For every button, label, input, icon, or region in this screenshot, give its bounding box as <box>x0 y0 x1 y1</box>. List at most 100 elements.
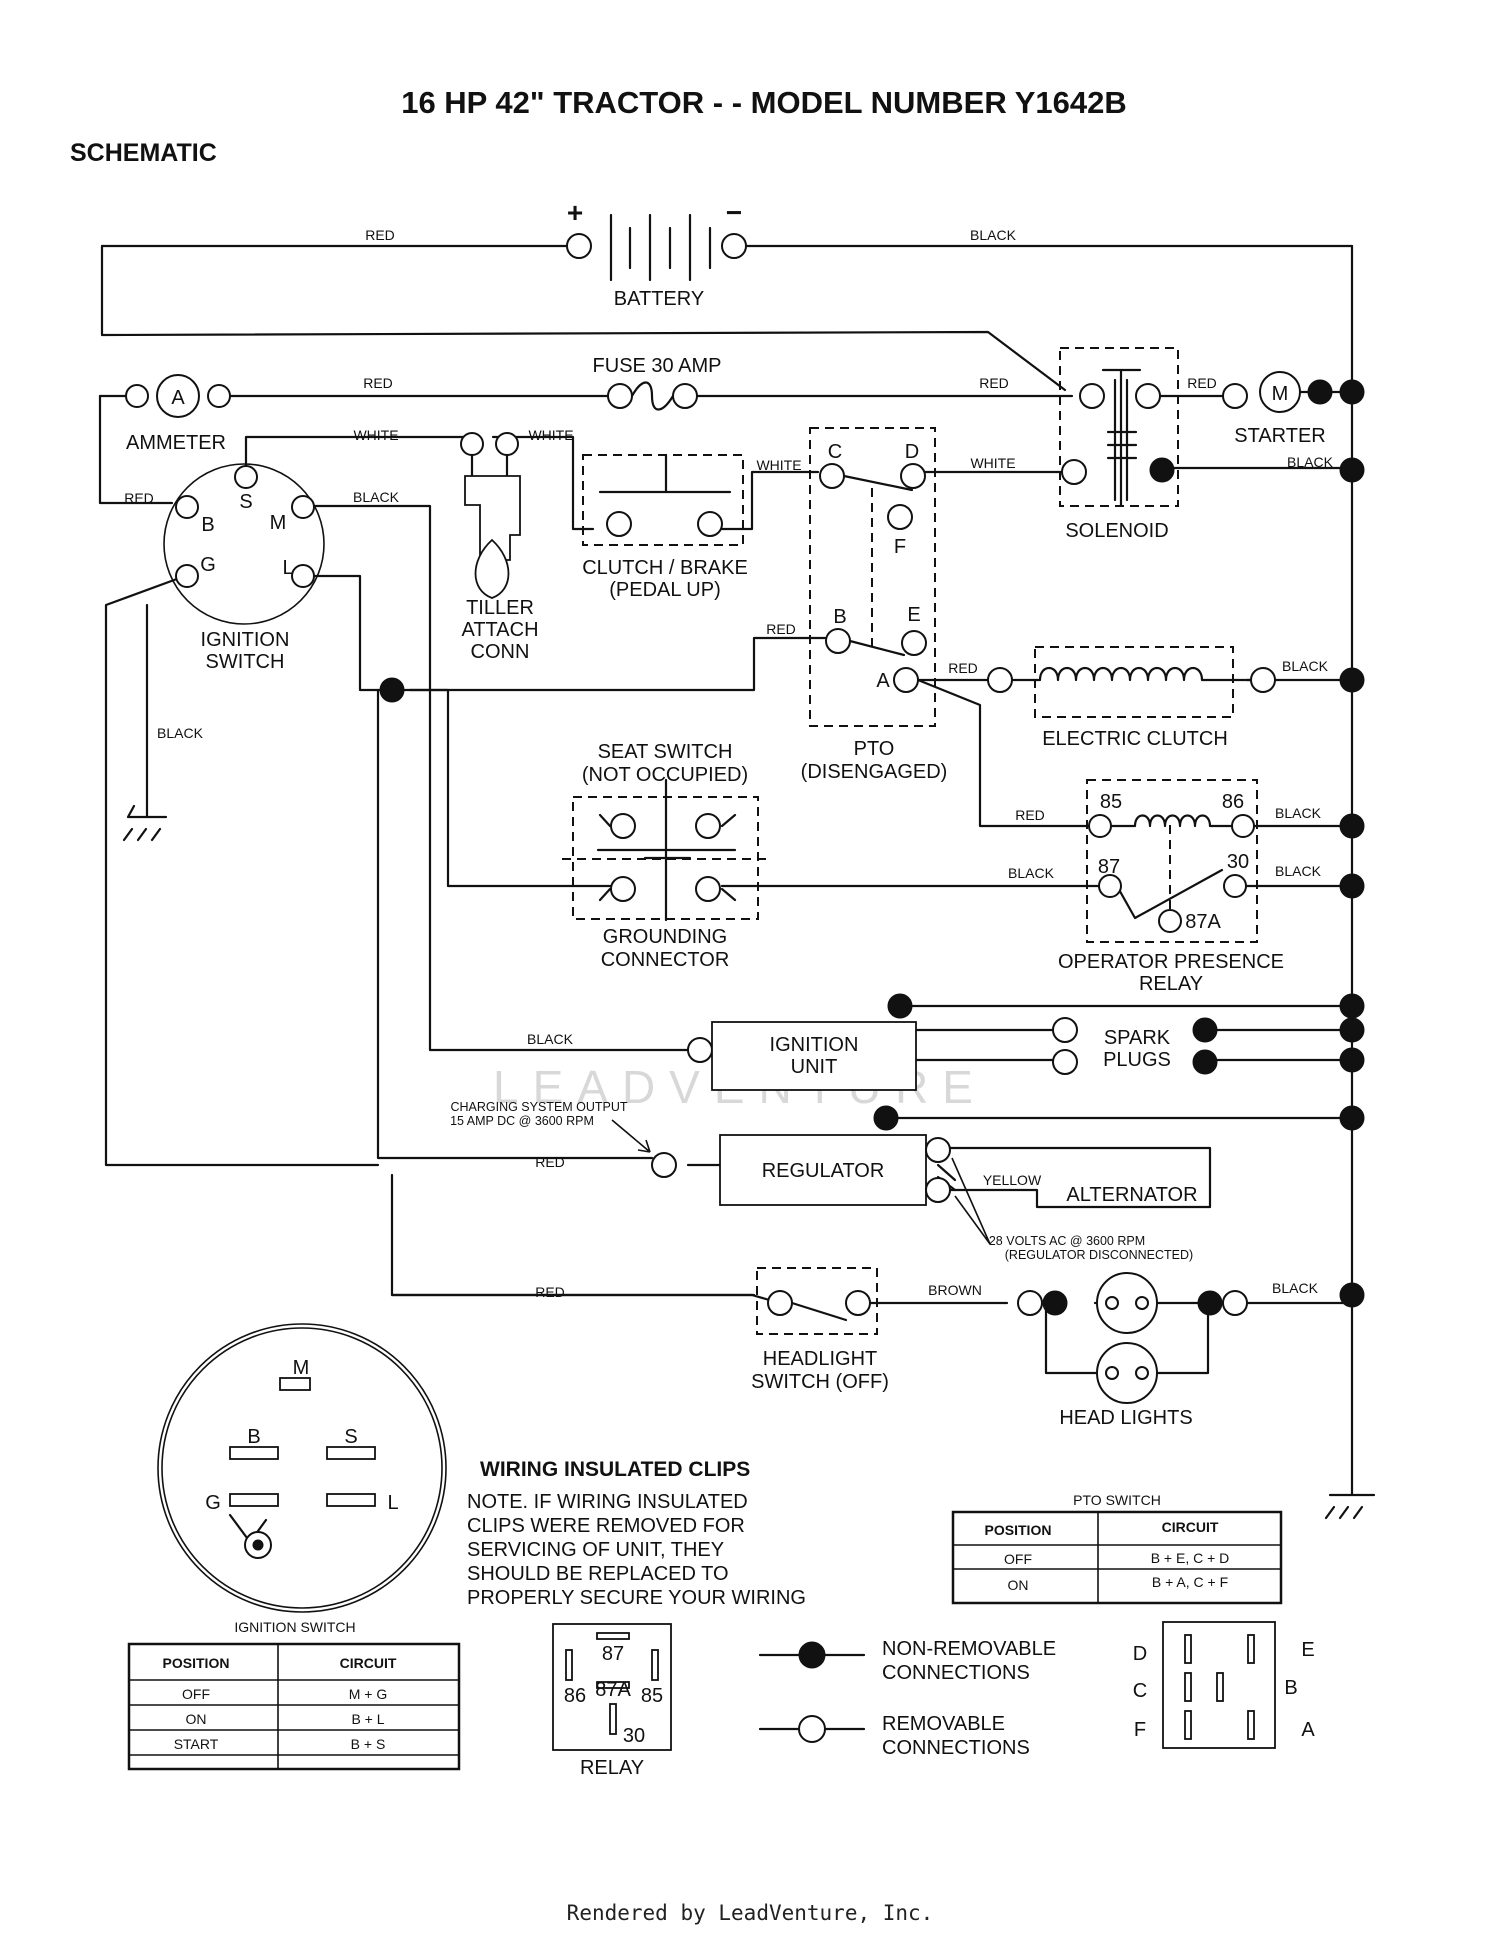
relay-terminal-86: 86 <box>1222 791 1244 813</box>
pto-switch-table: PTO SWITCH POSITION CIRCUIT OFF B + E, C… <box>951 1492 1283 1605</box>
pto-pinout: D C F E B A <box>1133 1621 1315 1749</box>
grounding-connector-label-1: GROUNDING <box>603 926 727 948</box>
alternator-note-2: (REGULATOR DISCONNECTED) <box>1005 1248 1193 1262</box>
tiller-attach-connector: WHITE TILLER ATTACH CONN <box>460 427 574 663</box>
wire-label-red-regulator: RED <box>535 1154 565 1170</box>
switch-face-l: L <box>387 1492 398 1514</box>
wire-label-red-relay: RED <box>1015 807 1045 823</box>
relay-pin-86: 86 <box>564 1685 586 1707</box>
pto-terminal-a: A <box>876 670 890 692</box>
ign-table-row-3-circuit: B + S <box>351 1736 386 1752</box>
relay-terminal-85: 85 <box>1100 791 1122 813</box>
pto-pin-b: B <box>1284 1677 1297 1699</box>
relay-pin-30: 30 <box>623 1725 645 1747</box>
ignition-unit-label-2: UNIT <box>791 1056 838 1078</box>
wire-label-black-ignition-unit: BLACK <box>527 1031 574 1047</box>
relay-pinout-caption: RELAY <box>580 1757 644 1779</box>
tiller-label-1: TILLER <box>466 597 534 619</box>
switch-face-g: G <box>205 1492 221 1514</box>
pto-table-row-2-circuit: B + A, C + F <box>1152 1574 1228 1590</box>
ammeter: A AMMETER <box>125 374 231 454</box>
wire-label-black-relay-86: BLACK <box>1275 805 1322 821</box>
alternator-label: ALTERNATOR <box>1066 1184 1197 1206</box>
headlight-switch: HEADLIGHT SWITCH (OFF) <box>751 1267 889 1393</box>
switch-face-s: S <box>344 1426 357 1448</box>
wire-label-white-clutch: WHITE <box>756 457 801 473</box>
legend-non-removable-2: CONNECTIONS <box>882 1662 1030 1684</box>
ignition-switch: S B M G L IGNITION SWITCH <box>163 463 325 673</box>
ign-table-header-position: POSITION <box>163 1655 230 1671</box>
legend-non-removable-1: NON-REMOVABLE <box>882 1638 1056 1660</box>
wire-label-red-ignition: RED <box>124 490 154 506</box>
starter-symbol: M <box>1272 383 1289 405</box>
pto-label-1: PTO <box>854 738 895 760</box>
clips-heading: WIRING INSULATED CLIPS <box>480 1458 750 1481</box>
ignition-switch-table: POSITION CIRCUIT OFF M + G ON B + L STAR… <box>127 1642 461 1771</box>
legend-removable-2: CONNECTIONS <box>882 1737 1030 1759</box>
pto-terminal-c: C <box>828 441 842 463</box>
relay-terminal-30: 30 <box>1227 851 1249 873</box>
wire-label-black-battery: BLACK <box>970 227 1017 243</box>
wire-label-red-eclutch: RED <box>948 660 978 676</box>
battery-minus: − <box>726 197 742 228</box>
ign-table-row-3-position: START <box>174 1736 219 1752</box>
clips-note-4: SHOULD BE REPLACED TO <box>467 1563 729 1585</box>
wire-label-white-ignition: WHITE <box>353 427 398 443</box>
spark-plugs-label-2: PLUGS <box>1103 1049 1171 1071</box>
clutch-brake-label-1: CLUTCH / BRAKE <box>582 557 748 579</box>
ign-table-row-2-position: ON <box>186 1711 207 1727</box>
pto-pin-c: C <box>1133 1680 1147 1702</box>
headlight-switch-label-1: HEADLIGHT <box>763 1348 877 1370</box>
connection-legend: NON-REMOVABLE CONNECTIONS REMOVABLE CONN… <box>758 1638 1056 1759</box>
pto-switch: C D F B E A PTO (DISENGAGED) <box>801 427 948 783</box>
ground-bus-connections <box>379 379 1365 1308</box>
seat-switch-label-1: SEAT SWITCH <box>598 741 733 763</box>
relay-pin-85: 85 <box>641 1685 663 1707</box>
relay-label-2: RELAY <box>1139 973 1203 995</box>
wire-label-red-fuse: RED <box>979 375 1009 391</box>
ignition-unit: IGNITION UNIT SPARK PLUGS <box>687 1017 1218 1091</box>
wire-label-yellow: YELLOW <box>983 1172 1042 1188</box>
ign-terminal-l: L <box>282 557 293 579</box>
pto-label-2: (DISENGAGED) <box>801 761 948 783</box>
wiring-clips-note: WIRING INSULATED CLIPS NOTE. IF WIRING I… <box>467 1458 806 1609</box>
clutch-brake-label-2: (PEDAL UP) <box>609 579 721 601</box>
spark-plugs-label-1: SPARK <box>1104 1027 1171 1049</box>
charging-note-2: 15 AMP DC @ 3600 RPM <box>450 1114 594 1128</box>
wire-label-black-eclutch: BLACK <box>1282 658 1329 674</box>
relay-label-1: OPERATOR PRESENCE <box>1058 951 1284 973</box>
ignition-switch-label-1: IGNITION <box>201 629 290 651</box>
operator-presence-relay: 85 86 87 30 87A OPERATOR PRESENCE RELAY <box>1058 779 1284 995</box>
wire-label-white-tiller: WHITE <box>528 427 573 443</box>
relay-pinout: 87 86 87A 85 30 RELAY <box>552 1623 672 1779</box>
tiller-label-3: CONN <box>471 641 530 663</box>
wire-label-red-pto: RED <box>766 621 796 637</box>
pto-table-header-position: POSITION <box>985 1522 1052 1538</box>
wire-label-black-relay-87: BLACK <box>1008 865 1055 881</box>
footer-credit: Rendered by LeadVenture, Inc. <box>567 1901 934 1925</box>
ign-terminal-s: S <box>239 491 252 513</box>
seat-switch-label-2: (NOT OCCUPIED) <box>582 764 748 786</box>
tiller-label-2: ATTACH <box>461 619 538 641</box>
starter-label: STARTER <box>1234 425 1326 447</box>
alternator-note-1: 28 VOLTS AC @ 3600 RPM <box>989 1234 1145 1248</box>
pto-table-row-1-circuit: B + E, C + D <box>1151 1550 1230 1566</box>
head-lights-label: HEAD LIGHTS <box>1059 1407 1192 1429</box>
clips-note-2: CLIPS WERE REMOVED FOR <box>467 1515 745 1537</box>
alternator: ALTERNATOR 28 VOLTS AC @ 3600 RPM (REGUL… <box>951 1157 1198 1262</box>
relay-pin-87a: 87A <box>595 1679 631 1701</box>
pto-pin-e: E <box>1301 1639 1314 1661</box>
battery: + − BATTERY <box>566 197 747 310</box>
seat-switch: SEAT SWITCH (NOT OCCUPIED) GROUNDING CON… <box>562 741 768 971</box>
clutch-brake-switch: CLUTCH / BRAKE (PEDAL UP) <box>582 453 748 601</box>
relay-terminal-87: 87 <box>1098 856 1120 878</box>
wire-label-red-headlight: RED <box>535 1284 565 1300</box>
relay-terminal-87a: 87A <box>1185 911 1221 933</box>
wire-label-black-relay-30: BLACK <box>1275 863 1322 879</box>
grounding-connector-label-2: CONNECTOR <box>601 949 730 971</box>
ign-table-header-circuit: CIRCUIT <box>340 1655 397 1671</box>
ign-table-row-1-circuit: M + G <box>349 1686 388 1702</box>
clips-note-5: PROPERLY SECURE YOUR WIRING <box>467 1587 806 1609</box>
ignition-unit-label-1: IGNITION <box>770 1034 859 1056</box>
